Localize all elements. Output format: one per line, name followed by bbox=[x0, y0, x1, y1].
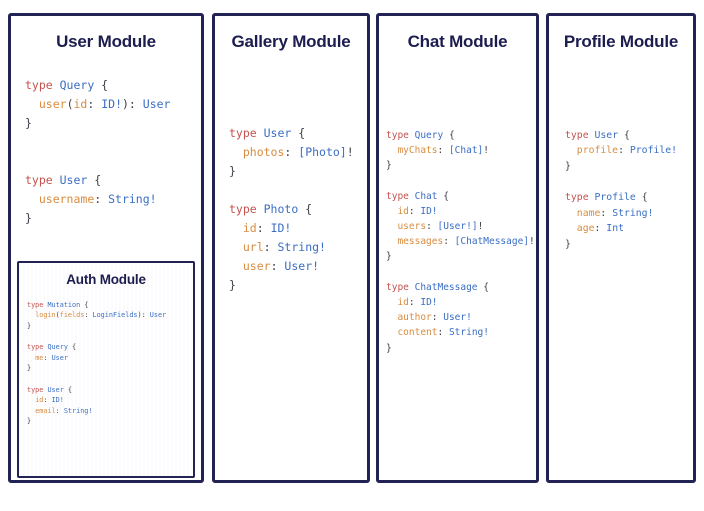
code-block-auth-module: type Mutation { login(fields: LoginField… bbox=[27, 300, 167, 426]
panel-user-module[interactable]: User Module type Query { user(id: ID!): … bbox=[8, 13, 204, 483]
code-block-gallery-module: type User { photos: [Photo]! } type Phot… bbox=[229, 125, 354, 292]
panel-profile-module[interactable]: Profile Module type User { profile: Prof… bbox=[546, 13, 696, 483]
code-block-chat-module: type Query { myChats: [Chat]! } type Cha… bbox=[386, 129, 535, 354]
code-block-profile-module: type User { profile: Profile! } type Pro… bbox=[565, 129, 678, 250]
panel-title-user-module: User Module bbox=[56, 32, 156, 51]
panel-title-chat-module: Chat Module bbox=[407, 32, 508, 51]
panel-title-auth-module: Auth Module bbox=[66, 272, 146, 287]
code-block-user-module: type Query { user(id: ID!): User } type … bbox=[25, 77, 171, 225]
panel-title-gallery-module: Gallery Module bbox=[231, 32, 351, 51]
panel-title-profile-module: Profile Module bbox=[563, 32, 679, 51]
panel-gallery-module[interactable]: Gallery Module type User { photos: [Phot… bbox=[212, 13, 370, 483]
panel-chat-module[interactable]: Chat Module type Query { myChats: [Chat]… bbox=[376, 13, 539, 483]
panel-auth-module[interactable]: Auth Module type Mutation { login(fields… bbox=[17, 261, 195, 478]
